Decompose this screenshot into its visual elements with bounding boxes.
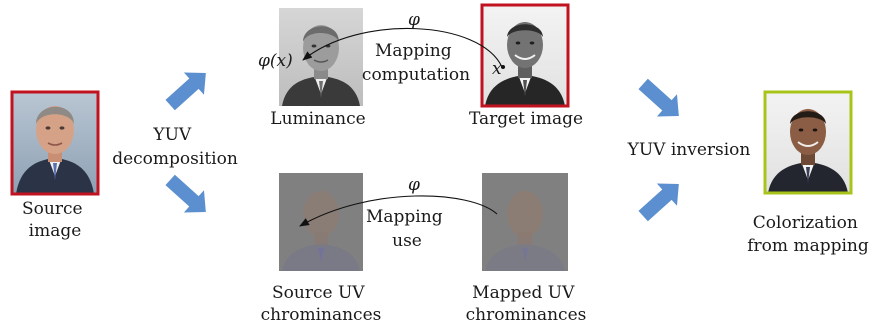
- source-image-label: Source image: [22, 199, 88, 241]
- mapped-uv-image: [482, 173, 568, 271]
- face-photo-color-icon: [768, 109, 848, 193]
- phi-of-x-label: φ(x): [258, 51, 293, 71]
- phi-top-label: φ: [408, 10, 420, 30]
- target-image-label: Target image: [469, 109, 583, 129]
- mapping-use-arrow: [299, 195, 498, 227]
- target-image: [480, 3, 570, 108]
- source-uv-image: [279, 173, 363, 271]
- face-photo-color-icon: [16, 106, 94, 194]
- block-arrow-icon: [165, 72, 206, 111]
- yuv-inversion-label: YUV inversion: [627, 140, 751, 160]
- source-uv-label: Source UV chrominances: [261, 283, 382, 325]
- mapping-computation-label: Mapping computation: [362, 41, 470, 85]
- mapping-use-label: Mapping use: [366, 207, 448, 251]
- face-chroma-icon: [282, 191, 360, 271]
- mapping-computation-arrow: [302, 28, 503, 68]
- block-arrow-icon: [638, 183, 679, 222]
- colorization-result-image: [763, 90, 853, 195]
- colorization-label: Colorization from mapping: [747, 213, 869, 256]
- block-arrow-icon: [638, 78, 679, 117]
- mapped-uv-label: Mapped UV chrominances: [466, 283, 587, 325]
- face-chroma-icon: [485, 191, 565, 271]
- luminance-label: Luminance: [270, 109, 365, 129]
- block-arrow-icon: [165, 174, 206, 213]
- face-photo-grayscale-icon: [485, 22, 565, 106]
- target-point-marker: [501, 65, 505, 69]
- phi-bottom-label: φ: [408, 175, 420, 195]
- x-label: x: [492, 59, 502, 79]
- yuv-decomposition-label: YUV decomposition: [112, 125, 238, 169]
- source-image: [10, 90, 100, 196]
